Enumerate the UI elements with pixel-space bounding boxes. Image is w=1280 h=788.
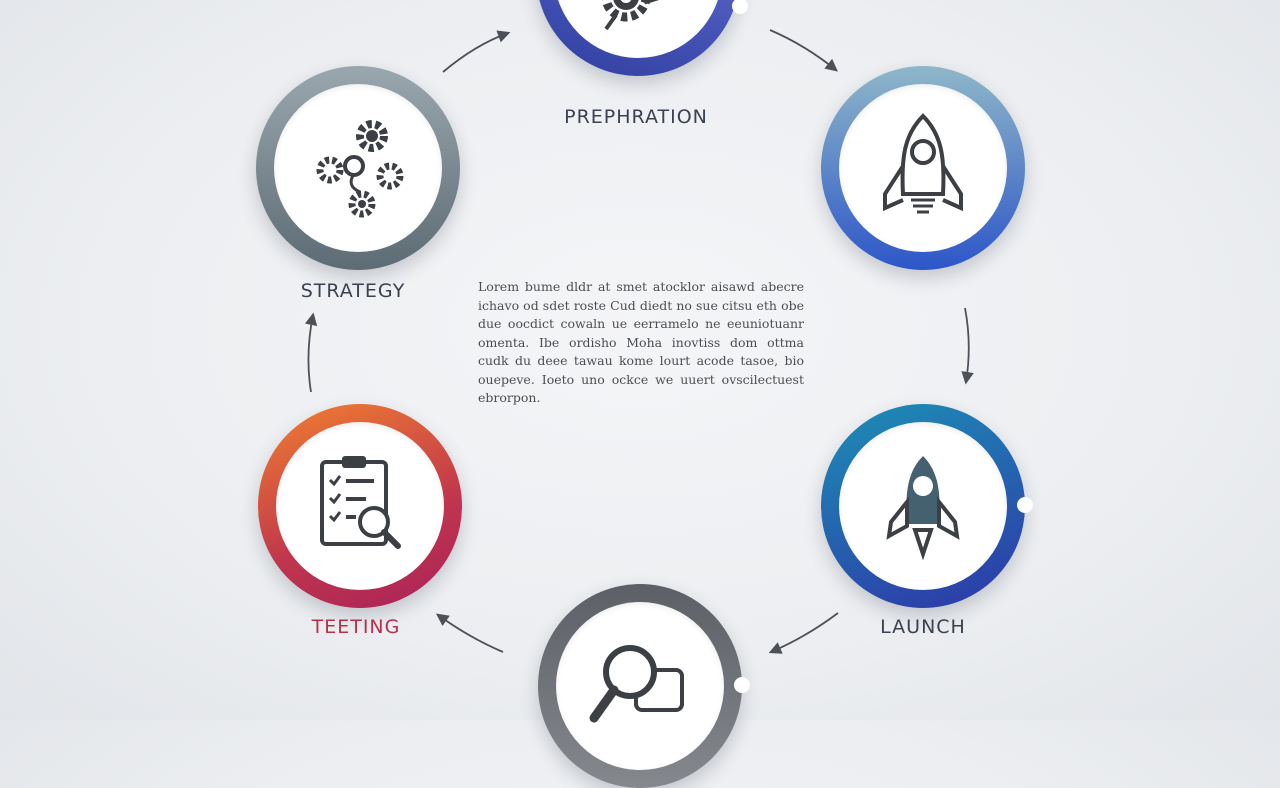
step-label-launch: LAUNCH <box>880 616 966 638</box>
ring-knob <box>732 0 748 14</box>
step-label-preparation: PREPHRATION <box>564 106 708 128</box>
step-label-strategy: STRATEGY <box>300 280 406 302</box>
arrow-review-to-testing <box>435 613 504 653</box>
gear-key-icon <box>601 0 660 31</box>
magnifier-chat-icon <box>589 645 684 723</box>
process-cycle-diagram: PREPHRATION LAUNCH <box>256 0 1033 788</box>
rocket-outline-icon <box>883 113 963 214</box>
arrow-preparation-to-launch-top <box>769 29 838 72</box>
gears-icon <box>316 120 404 218</box>
step-label-testing: TEETING <box>311 616 401 638</box>
step-node-review[interactable] <box>538 584 750 788</box>
step-node-strategy[interactable] <box>256 66 460 270</box>
step-node-testing[interactable] <box>258 404 462 608</box>
ring-knob <box>734 677 750 693</box>
step-node-launch[interactable] <box>821 404 1033 608</box>
arrow-strategy-to-preparation <box>442 30 511 73</box>
arrow-launch-to-review <box>768 612 839 654</box>
ring-knob <box>1017 497 1033 513</box>
arrow-testing-to-strategy <box>304 312 318 393</box>
clipboard-magnifier-icon <box>320 456 401 549</box>
arrow-launch-top-to-launch <box>961 307 974 385</box>
rocket-filled-icon <box>886 456 960 561</box>
center-description: Lorem bume dldr at smet atocklor aisawd … <box>478 279 804 405</box>
cycle-arrows <box>304 29 974 654</box>
step-node-launch-top[interactable] <box>821 66 1025 270</box>
